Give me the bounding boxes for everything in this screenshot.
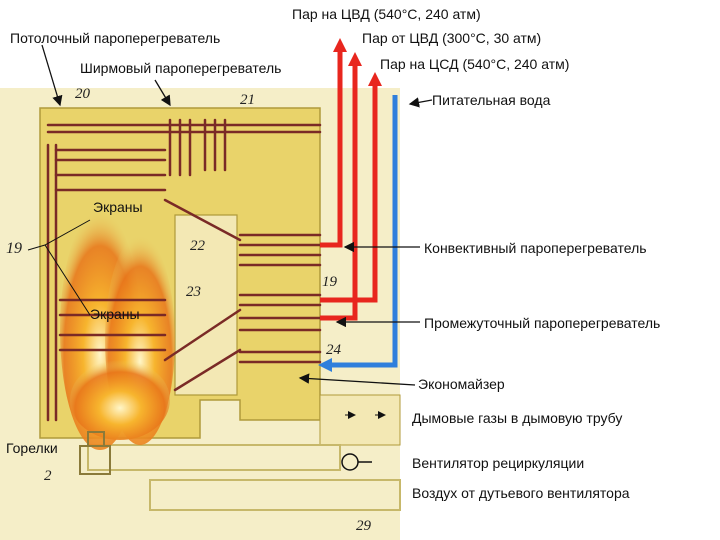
- label-screens-top: Экраны: [93, 199, 143, 215]
- gas-duct-cutout: [174, 214, 238, 396]
- callout-20: 20: [75, 86, 90, 102]
- callout-2: 2: [44, 468, 52, 484]
- leader-19-left: [27, 219, 91, 316]
- label-screens-bottom: Экраны: [90, 306, 140, 322]
- label-burners: Горелки: [6, 440, 58, 456]
- label-recirc-fan: Вентилятор рециркуляции: [412, 455, 585, 471]
- steam-arrowheads: [333, 38, 382, 86]
- callout-22: 22: [190, 238, 205, 254]
- callout-21: 21: [240, 92, 255, 108]
- callout-29: 29: [356, 518, 371, 534]
- label-feed-water: Питательная вода: [432, 92, 551, 108]
- label-steam-hp: Пар на ЦВД (540°С, 240 атм): [292, 6, 481, 22]
- lower-ducts: [87, 444, 401, 511]
- tube-coils: [46, 118, 322, 422]
- steam-pipes: [320, 48, 378, 321]
- callout-24: 24: [326, 342, 341, 358]
- pointer-lines: [41, 44, 433, 386]
- callout-19-right: 19: [322, 274, 337, 290]
- label-convective-superheater: Конвективный пароперегреватель: [424, 240, 647, 256]
- callout-19-left: 19: [6, 240, 22, 257]
- flue-duct: [319, 394, 401, 446]
- label-flue-gases: Дымовые газы в дымовую трубу: [412, 410, 623, 426]
- label-economizer: Экономайзер: [418, 376, 505, 392]
- label-steam-from-hp: Пар от ЦВД (300°С, 30 атм): [362, 30, 542, 46]
- callout-23: 23: [186, 284, 201, 300]
- label-reheater: Промежуточный пароперегреватель: [424, 315, 661, 331]
- burner-icon: [79, 431, 111, 475]
- recirculation-fan-icon: [341, 453, 372, 471]
- label-screen-superheater: Ширмовый пароперегреватель: [80, 60, 282, 76]
- label-steam-ip: Пар на ЦСД (540°С, 240 атм): [380, 56, 570, 72]
- flame: [60, 210, 175, 450]
- feed-water-pipe: [318, 95, 398, 372]
- label-ceiling-superheater: Потолочный пароперегреватель: [10, 30, 221, 46]
- label-air: Воздух от дутьевого вентилятора: [412, 485, 630, 501]
